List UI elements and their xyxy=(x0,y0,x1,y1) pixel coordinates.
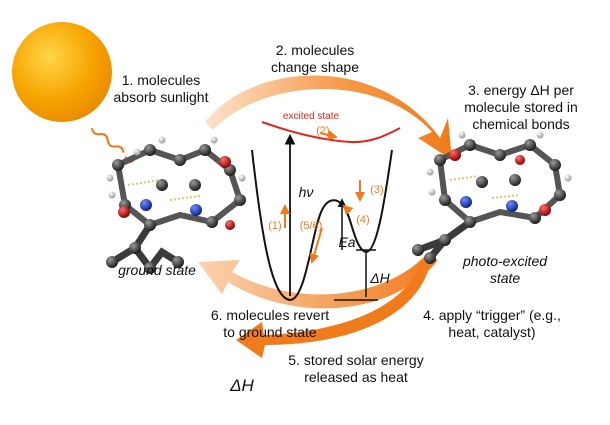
heat-release-arrow xyxy=(236,262,430,358)
step6-label: 6. molecules revert to ground state xyxy=(210,307,330,340)
ground-state-molecule xyxy=(106,136,246,274)
dh-label: ΔH xyxy=(370,270,390,286)
step4-arrow xyxy=(342,204,354,216)
marker-1: (1) xyxy=(268,220,282,232)
step5-label: 5. stored solar energy released as heat xyxy=(288,352,424,385)
step3-label: 3. energy ΔH per molecule stored in chem… xyxy=(464,82,578,132)
bottom-cycle-arrow xyxy=(198,255,438,309)
sunlight-wave-arrow xyxy=(91,127,125,153)
ground-state-label: ground state xyxy=(118,262,196,278)
step1-label: 1. molecules absorb sunlight xyxy=(113,72,209,105)
photo-excited-molecule xyxy=(412,131,572,264)
photo-excited-state-label: photo-excited state xyxy=(462,253,548,286)
excited-state-curve xyxy=(261,121,401,144)
top-cycle-arrow xyxy=(205,75,452,160)
excited-state-label: excited state xyxy=(282,111,340,122)
ground-energy-curve xyxy=(251,149,393,302)
energy-diagram xyxy=(251,121,401,302)
step56-arrow xyxy=(309,227,323,264)
step2-arrow xyxy=(319,130,338,140)
ea-label: Ea xyxy=(338,234,356,250)
hv-label: hν xyxy=(298,184,314,200)
marker-3: (3) xyxy=(370,184,384,196)
sun xyxy=(12,22,112,122)
marker-4: (4) xyxy=(356,214,370,226)
heat-output-label: ΔH xyxy=(230,376,254,395)
marker-2: (2) xyxy=(316,125,330,137)
marker-5-6: (5/6) xyxy=(299,220,323,232)
step2-label: 2. molecules change shape xyxy=(271,42,359,75)
step4-label: 4. apply “trigger” (e.g., heat, catalyst… xyxy=(423,307,561,340)
